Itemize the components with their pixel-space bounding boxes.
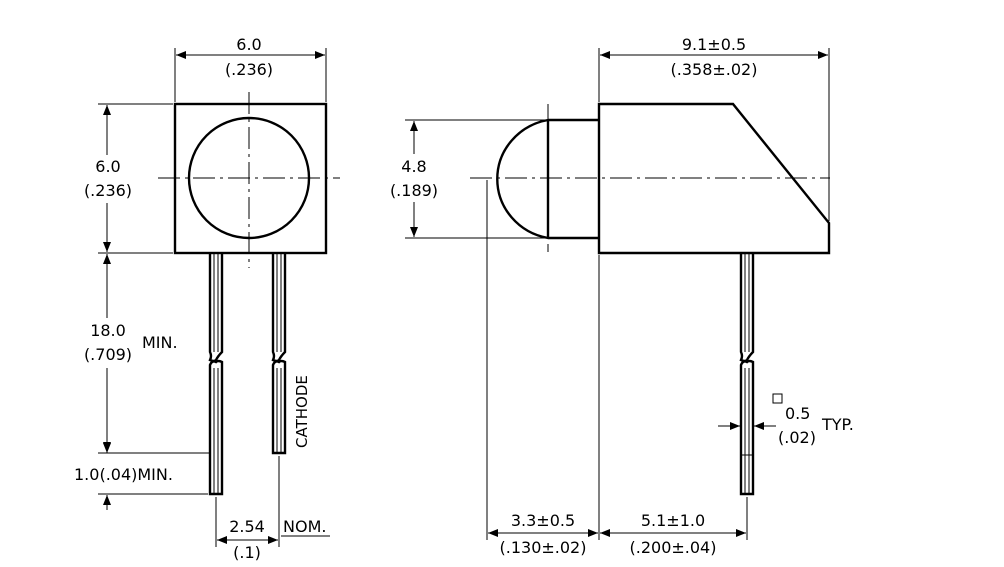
front-pitch-qual: NOM.: [283, 517, 326, 536]
front-pitch-in: (.1): [233, 543, 261, 562]
side-lens-proj-in: (.130±.02): [500, 538, 587, 557]
front-lead-length-mm: 18.0: [90, 321, 126, 340]
front-lead-end: 1.0(.04)MIN.: [74, 465, 173, 484]
front-lead-cathode: [271, 253, 287, 455]
front-height-in: (.236): [84, 181, 132, 200]
side-lead-size-mm: 0.5: [785, 404, 810, 423]
front-lead-length-qual: MIN.: [142, 333, 178, 352]
side-lead-offset: 5.1±1.0: [641, 511, 705, 530]
front-width-in: (.236): [225, 60, 273, 79]
front-height-mm: 6.0: [95, 157, 120, 176]
side-lens-dia-in: (.189): [390, 181, 438, 200]
side-lead-offset-in: (.200±.04): [630, 538, 717, 557]
side-lens-dia-mm: 4.8: [401, 157, 426, 176]
front-lead-length-in: (.709): [84, 345, 132, 364]
side-lens-proj: 3.3±0.5: [511, 511, 575, 530]
side-view: 9.1±0.5 (.358±.02) 4.8 (.189) 3.3±0.5 (.…: [388, 35, 854, 557]
cathode-label: CATHODE: [293, 375, 311, 448]
side-lead-size-qual: TYP.: [821, 415, 854, 434]
side-length-in: (.358±.02): [671, 60, 758, 79]
side-lead: [739, 253, 755, 496]
square-symbol-icon: [772, 393, 783, 404]
front-lead-left: [208, 253, 224, 496]
side-lens-outline: [496, 118, 599, 240]
side-lead-size-in: (.02): [778, 428, 816, 447]
front-pitch-mm: 2.54: [229, 517, 265, 536]
side-length: 9.1±0.5: [682, 35, 746, 54]
front-width-mm: 6.0: [236, 35, 261, 54]
side-body-outline: [597, 102, 831, 255]
front-view: 6.0 (.236) 6.0 (.236) 18.0 (.709) MIN. 1…: [74, 35, 340, 562]
